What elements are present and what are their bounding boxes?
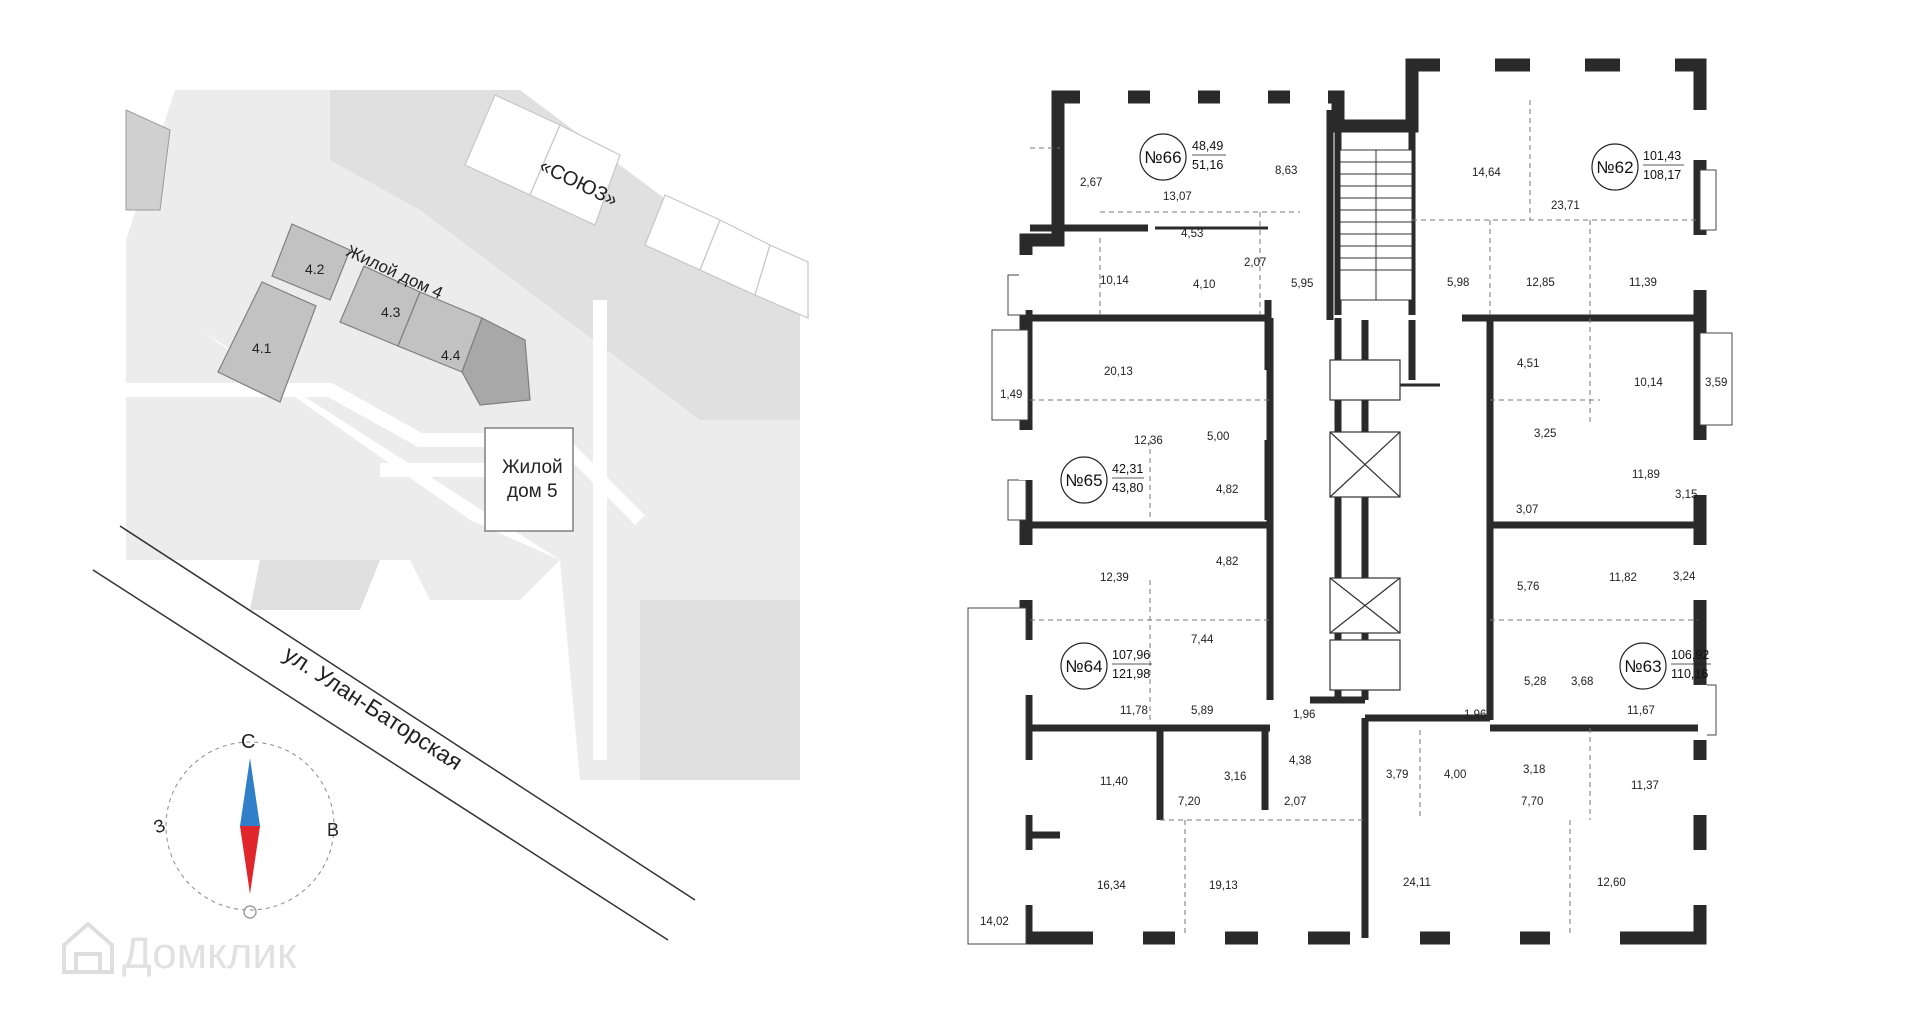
room-area: 1,49 — [1000, 389, 1022, 401]
compass-needle-south — [240, 826, 260, 894]
neighbor-building — [484, 427, 574, 532]
room-area: 11,40 — [1100, 776, 1128, 788]
section-label-4-1: 4.1 — [252, 340, 272, 356]
section-4-2[interactable] — [271, 223, 351, 301]
section-label-4-3: 4.3 — [381, 304, 401, 320]
room-area: 7,44 — [1191, 634, 1214, 646]
room-area: 4,82 — [1216, 556, 1238, 568]
apartment-number: №66 — [1144, 148, 1181, 167]
room-area: 5,00 — [1207, 431, 1229, 443]
apartment-number: №64 — [1065, 657, 1102, 676]
watermark-text: Домклик — [122, 929, 297, 978]
house-logo-icon — [62, 921, 114, 974]
apartment-number: №65 — [1065, 471, 1102, 490]
room-area: 10,14 — [1634, 377, 1663, 389]
room-areas: 2,67 13,07 8,63 4,53 2,07 10,14 4,10 5,9… — [980, 165, 1727, 928]
neighbor-label-line2: дом 5 — [507, 481, 558, 502]
room-area: 3,25 — [1534, 428, 1556, 440]
room-area: 7,70 — [1521, 796, 1543, 808]
section-label-4-4: 4.4 — [441, 347, 461, 363]
section-4-1[interactable] — [217, 281, 317, 403]
apartment-65[interactable]: №65 42,31 43,80 — [1060, 456, 1144, 504]
room-area: 14,64 — [1472, 167, 1501, 179]
room-area: 4,82 — [1216, 484, 1238, 496]
room-area: 11,67 — [1627, 705, 1655, 717]
compass-east: В — [327, 820, 339, 840]
apartment-62[interactable]: №62 101,43 108,17 — [1591, 143, 1684, 191]
compass-needle-north — [240, 758, 260, 826]
room-area: 2,07 — [1244, 257, 1266, 269]
room-area: 19,13 — [1209, 880, 1238, 892]
room-area: 5,89 — [1191, 705, 1213, 717]
apartment-64[interactable]: №64 107,96 121,98 — [1060, 642, 1152, 690]
room-area: 1,96 — [1293, 709, 1315, 721]
room-area: 23,71 — [1551, 200, 1580, 212]
section-label-4-2: 4.2 — [305, 261, 325, 277]
room-area: 3,68 — [1571, 676, 1593, 688]
room-area: 4,38 — [1289, 755, 1311, 767]
room-area: 20,13 — [1104, 366, 1133, 378]
apartment-area-total: 121,98 — [1112, 667, 1150, 681]
room-area: 11,82 — [1609, 572, 1637, 584]
floor-plan: №66 48,49 51,16 №62 101,43 108,17 №65 42… — [967, 58, 1733, 945]
room-area: 10,14 — [1100, 275, 1129, 287]
apartment-66[interactable]: №66 48,49 51,16 — [1139, 133, 1226, 181]
room-area: 7,20 — [1178, 796, 1200, 808]
room-area: 2,67 — [1080, 177, 1102, 189]
apartment-area-total: 43,80 — [1112, 481, 1143, 495]
apartment-area-living: 42,31 — [1112, 462, 1143, 476]
room-area: 16,34 — [1097, 880, 1126, 892]
compass: С В З — [151, 731, 339, 919]
room-area: 4,10 — [1193, 279, 1215, 291]
room-area: 2,07 — [1284, 796, 1306, 808]
staircase — [1339, 149, 1413, 301]
room-area: 3,79 — [1386, 769, 1408, 781]
apartment-area-total: 51,16 — [1192, 158, 1223, 172]
room-area: 13,07 — [1163, 191, 1192, 203]
room-area: 4,00 — [1444, 769, 1466, 781]
room-area: 12,36 — [1134, 435, 1163, 447]
room-area: 3,15 — [1675, 489, 1697, 501]
room-area: 3,18 — [1523, 764, 1545, 776]
room-area: 11,89 — [1632, 469, 1660, 481]
apartment-number: №62 — [1596, 158, 1633, 177]
room-area: 12,39 — [1100, 572, 1129, 584]
section-corner[interactable] — [461, 317, 531, 406]
room-area: 24,11 — [1403, 877, 1431, 889]
room-area: 3,24 — [1673, 571, 1696, 583]
room-area: 8,63 — [1275, 165, 1297, 177]
room-area: 11,39 — [1629, 277, 1657, 289]
room-area: 1,96 — [1464, 709, 1486, 721]
room-area: 14,02 — [980, 916, 1009, 928]
apartment-area-living: 101,43 — [1643, 149, 1681, 163]
apartment-number: №63 — [1624, 657, 1661, 676]
room-area: 5,95 — [1291, 278, 1313, 290]
apartment-area-total: 108,17 — [1643, 168, 1681, 182]
watermark: Домклик — [62, 921, 297, 978]
room-area: 12,85 — [1526, 277, 1555, 289]
room-area: 12,60 — [1597, 877, 1626, 889]
apartment-63[interactable]: №63 106,92 110,16 — [1619, 642, 1711, 690]
room-area: 5,98 — [1447, 277, 1469, 289]
compass-west: З — [151, 815, 168, 838]
room-area: 5,76 — [1517, 581, 1539, 593]
room-area: 4,51 — [1517, 358, 1539, 370]
neighbor-label-line1: Жилой — [502, 457, 563, 478]
room-area: 4,53 — [1181, 228, 1203, 240]
elevators — [1329, 359, 1401, 691]
room-area: 3,07 — [1516, 504, 1538, 516]
room-area: 3,16 — [1224, 771, 1246, 783]
apartment-area-living: 48,49 — [1192, 139, 1223, 153]
room-area: 11,78 — [1120, 705, 1148, 717]
room-area: 11,37 — [1631, 780, 1659, 792]
apartment-area-living: 106,92 — [1671, 648, 1709, 662]
room-area: 5,28 — [1524, 676, 1546, 688]
site-plan: «СОЮЗ» 4.2 4.1 4.3 4.4 Жилой дом 4 Жилой… — [92, 90, 809, 941]
apartment-area-living: 107,96 — [1112, 648, 1150, 662]
apartment-area-total: 110,16 — [1671, 667, 1708, 681]
room-area: 3,59 — [1705, 377, 1727, 389]
compass-north: С — [241, 731, 255, 753]
